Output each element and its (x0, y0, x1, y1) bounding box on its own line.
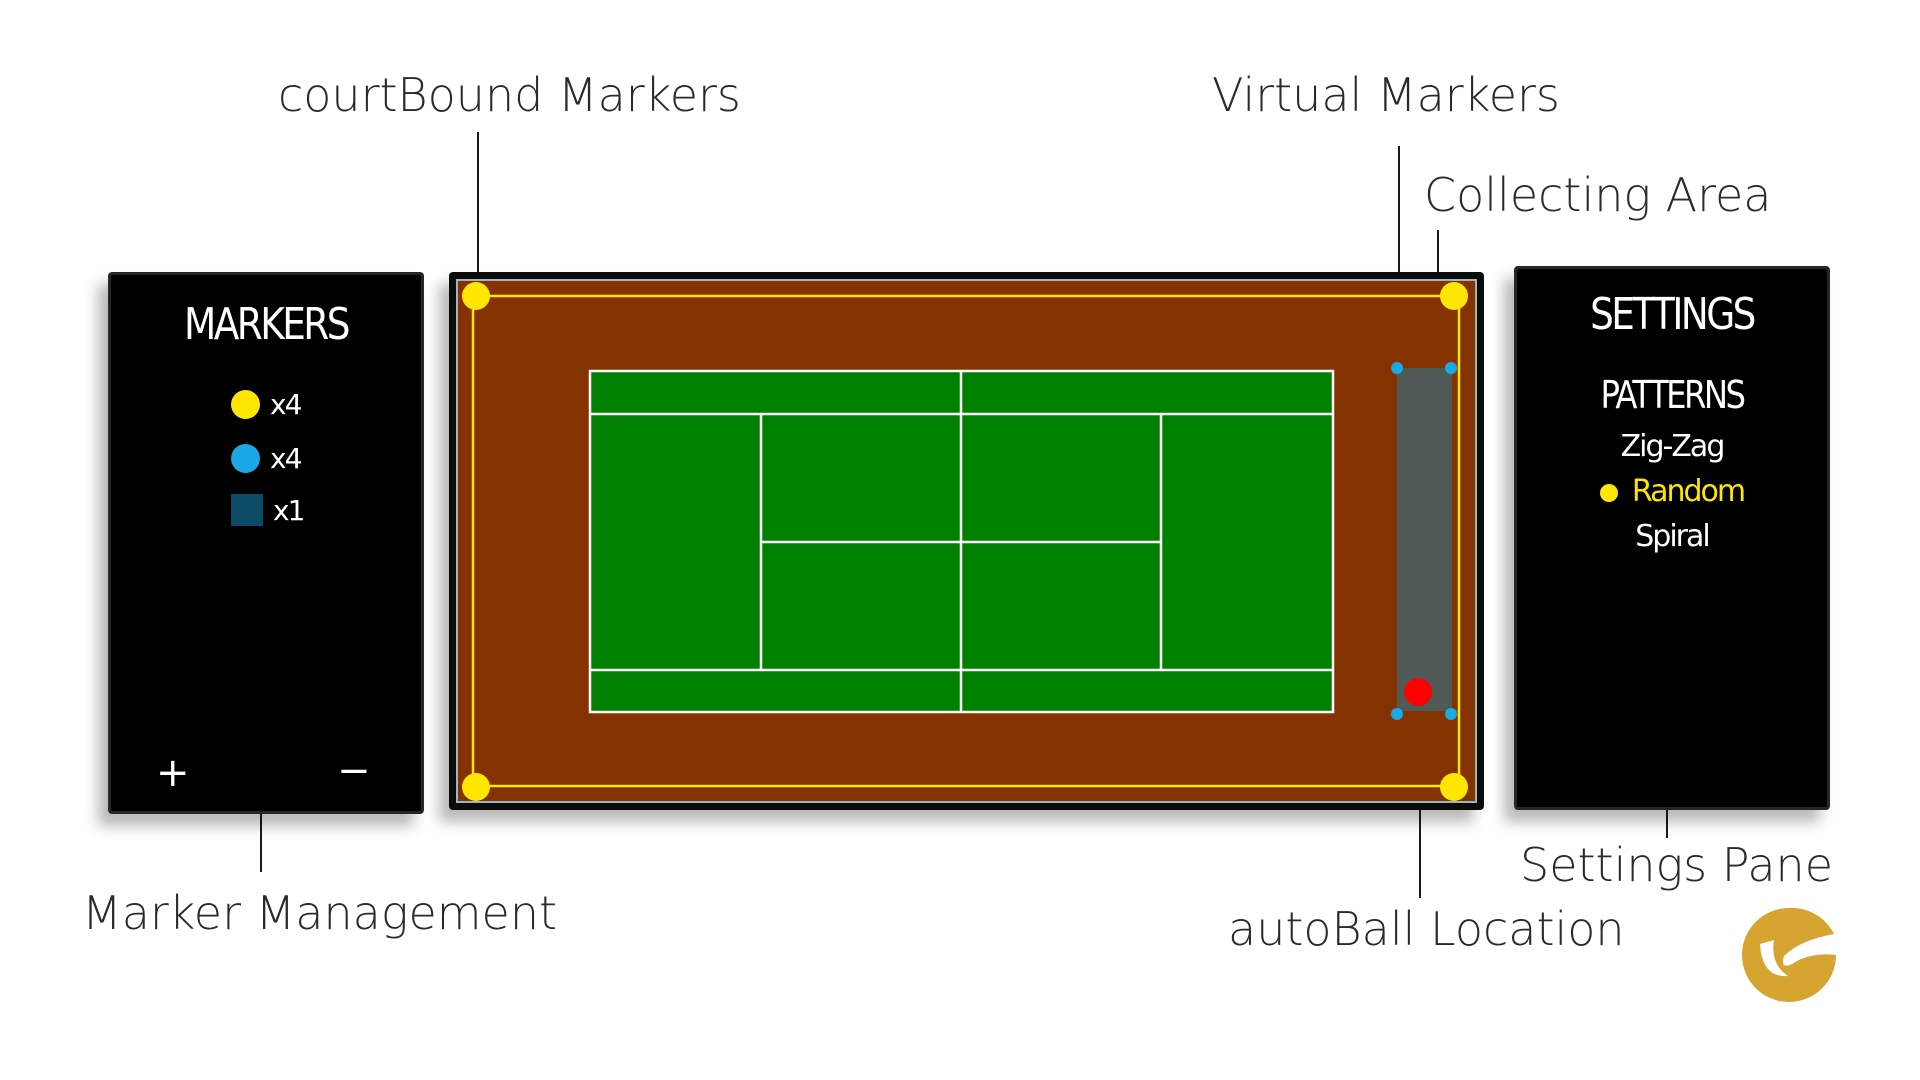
virtual-marker-icon (1445, 708, 1457, 720)
settings-pane-label: Settings Pane (1520, 838, 1834, 892)
markers-title: MARKERS (184, 299, 350, 350)
virtual-markers-leader (1398, 146, 1400, 370)
marker-management-leader (260, 808, 262, 872)
settings-panel: SETTINGS PATTERNS Zig-Zag Random Spiral (1514, 266, 1830, 810)
remove-marker-button[interactable]: − (337, 748, 371, 794)
courtbound-markers-leader (477, 132, 479, 292)
courtbound-markers-label: courtBound Markers (278, 68, 741, 122)
marker-management-label: Marker Management (82, 886, 558, 940)
court-canvas (456, 279, 1477, 803)
settings-title: SETTINGS (1590, 289, 1756, 340)
courtbound-marker-icon (462, 282, 490, 310)
tennis-court (588, 369, 1335, 714)
virtual-marker-icon (1391, 708, 1403, 720)
legend-row-square: x1 (231, 493, 305, 527)
yellow-marker-count: x4 (270, 387, 302, 421)
collecting-area (1397, 368, 1452, 711)
pattern-option-random-label: Random (1631, 474, 1746, 509)
pattern-option-spiral[interactable]: Spiral (1635, 519, 1710, 554)
court-boundary-line (471, 294, 1461, 788)
patterns-title: PATTERNS (1600, 373, 1746, 417)
autoball-icon (1404, 678, 1432, 706)
brand-logo (1742, 907, 1836, 1002)
court-view (449, 272, 1484, 810)
settings-pane-leader (1666, 800, 1668, 838)
blue-dot-icon (231, 443, 260, 473)
yellow-dot-icon (231, 389, 260, 419)
courtbound-marker-icon (1440, 773, 1468, 801)
square-marker-count: x1 (273, 493, 305, 527)
virtual-markers-label: Virtual Markers (1212, 68, 1560, 122)
legend-row-blue: x4 (231, 441, 302, 475)
legend-row-yellow: x4 (231, 387, 302, 421)
add-marker-button[interactable]: + (156, 750, 190, 796)
virtual-marker-icon (1445, 362, 1457, 374)
virtual-marker-icon (1391, 362, 1403, 374)
navy-square-icon (231, 494, 263, 526)
selected-pattern-dot-icon (1599, 483, 1618, 502)
blue-marker-count: x4 (270, 441, 302, 475)
autoball-location-label: autoBall Location (1228, 902, 1625, 956)
pattern-option-random[interactable]: Random (1517, 474, 1827, 509)
markers-panel: MARKERS x4 x4 x1 + − (108, 272, 424, 814)
courtbound-marker-icon (1440, 282, 1468, 310)
courtbound-marker-icon (462, 773, 490, 801)
pattern-option-zigzag[interactable]: Zig-Zag (1620, 429, 1726, 464)
collecting-area-label: Collecting Area (1424, 168, 1772, 222)
